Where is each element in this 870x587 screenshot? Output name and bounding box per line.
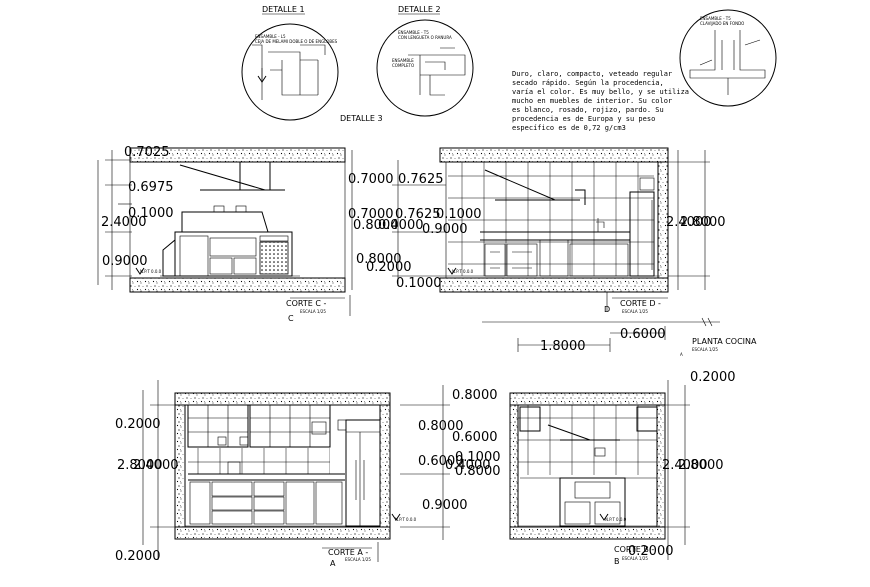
note-line-2: secado rápido. Según la procedencia, xyxy=(512,79,664,87)
corte-d-caption-sub: D xyxy=(604,305,610,314)
corte-c-npt: N.P.T 0.0.0 xyxy=(140,269,162,274)
detail-1-title: DETALLE 1 xyxy=(262,5,305,14)
corte-a-dim-right-1: 0.8000 xyxy=(452,388,498,403)
corte-d-dim-10: 0.2000 xyxy=(366,260,412,275)
corte-d-dim-1: 0.7000 xyxy=(348,172,394,187)
corte-d-dim-6: 0.8000 xyxy=(353,218,399,233)
note-line-1: Duro, claro, compacto, veteado regular xyxy=(512,70,672,78)
corte-b-dim-right-1: 0.2000 xyxy=(690,370,736,385)
corte-a-dim-left-2: 2.8000 xyxy=(117,458,163,473)
detail-1-label-b: CEJA DE MELAMI DOBLE O DE ENGLOBES xyxy=(255,39,338,44)
detail-1-label-a: ENSAMBLE - L5 xyxy=(255,34,286,39)
corte-b-caption-sub: B xyxy=(614,557,620,566)
corte-d-dim-11: 0.1000 xyxy=(396,276,442,291)
corte-b-caption: CORTE B - xyxy=(614,545,654,554)
corte-d-dim-5: 0.1000 xyxy=(436,207,482,222)
corte-d-dim-4: 0.7625 xyxy=(395,207,441,222)
corte-c-dim-4: 0.1000 xyxy=(128,206,174,221)
corte-c-dim-1: 0.7025 xyxy=(124,145,170,160)
corte-d-dim-2: 0.7625 xyxy=(398,172,444,187)
planta-scale: ESCALA 1/25 xyxy=(692,347,718,352)
detail-2-label-c: ENSAMBLE xyxy=(392,58,414,63)
planta-dim-1: 1.8000 xyxy=(540,339,586,354)
corte-c-elevation: N.P.T 0.0.0 0.7025 0.6975 2.4000 0.1000 … xyxy=(97,145,351,323)
corte-d-npt: N.P.T 0.0.0 xyxy=(452,269,474,274)
planta-caption-sub: A xyxy=(680,352,683,357)
detail-1: DETALLE 1 ENSAMBLE - L5 CEJA DE MELAMI D… xyxy=(241,5,339,121)
detail-3: ENSAMBLE - T5 CLAVIJADO EN FONDO DETALLE… xyxy=(340,9,777,123)
note-line-3: varía el color. Es muy bello, y se utili… xyxy=(512,88,689,96)
corte-b-dim-right-4: 0.2000 xyxy=(628,544,674,559)
corte-a-elevation: N.P.T 0.0.0 0.2000 2.8000 2.4000 0.2000 … xyxy=(115,380,501,568)
detail-2-label-d: COMPLETO xyxy=(392,63,414,68)
corte-b-scale: ESCALA 1/25 xyxy=(622,556,648,561)
corte-c-caption-sub: C xyxy=(288,314,294,323)
corte-b-dim-right-2: 2.4000 xyxy=(662,458,708,473)
corte-b-elevation: N.P.T 0.0.0 0.2000 2.4000 2.8000 0.2000 … xyxy=(509,370,736,566)
corte-a-dim-right-4: 0.6000 xyxy=(418,454,464,469)
detail-3-title: DETALLE 3 xyxy=(340,114,383,123)
detail-2-label-a: ENSAMBLE - T5 xyxy=(398,30,429,35)
corte-b-npt: N.P.T 0.0.0 xyxy=(605,517,627,522)
corte-a-dim-right-8: 0.9000 xyxy=(422,498,468,513)
corte-a-dim-right-7: 0.8000 xyxy=(455,464,501,479)
corte-a-scale: ESCALA 1/25 xyxy=(345,557,371,562)
corte-a-caption-sub: A xyxy=(330,559,336,568)
planta-caption: PLANTA COCINA xyxy=(692,337,757,346)
corte-d-caption: CORTE D - xyxy=(620,299,661,308)
corte-d-scale: ESCALA 1/25 xyxy=(622,309,648,314)
corte-a-dim-left-3: 2.4000 xyxy=(133,458,179,473)
corte-b-dim-right-3: 2.8000 xyxy=(678,458,724,473)
corte-c-caption: CORTE C - xyxy=(286,299,326,308)
corte-a-caption: CORTE A - xyxy=(328,548,368,557)
note-line-4: mucho en muebles de interior. Su color xyxy=(512,97,672,105)
detail-3-label-a: ENSAMBLE - T5 xyxy=(700,16,731,21)
detail-2-label-b: CON LENGUETA O RANURA xyxy=(398,35,452,40)
note-line-6: procedencia es de Europa y su peso xyxy=(512,115,655,123)
corte-c-dim-5: 0.9000 xyxy=(102,254,148,269)
note-line-5: es blanco, rosado, rojizo, pardo. Su xyxy=(512,106,664,114)
corte-c-dim-3: 2.4000 xyxy=(101,215,147,230)
detail-2-title: DETALLE 2 xyxy=(398,5,441,14)
note-line-7: específico es de 0,72 g/cm3 xyxy=(512,124,626,132)
corte-a-dim-right-2: 0.8000 xyxy=(418,419,464,434)
corte-a-npt: N.P.T 0.0.0 xyxy=(395,517,417,522)
corte-d-elevation: N.P.T 0.0.0 0.7000 0.7625 0.7000 0.7625 … xyxy=(348,147,726,314)
corte-d-dim-right-2: 2.8000 xyxy=(680,215,726,230)
planta-cocina: 1.8000 0.6000 PLANTA COCINA ESCALA 1/25 … xyxy=(482,317,757,357)
detail-3-label-b: CLAVIJADO EN FONDO xyxy=(700,21,744,26)
corte-d-dim-8: 0.9000 xyxy=(422,222,468,237)
corte-d-dim-7: 0.4000 xyxy=(378,218,424,233)
corte-a-dim-right-3: 0.6000 xyxy=(452,430,498,445)
corte-d-dim-3: 0.7000 xyxy=(348,207,394,222)
corte-a-dim-right-6: 0.4000 xyxy=(445,458,491,473)
corte-c-dim-2: 0.6975 xyxy=(128,180,174,195)
detail-2: DETALLE 2 ENSAMBLE - T5 CON LENGUETA O R… xyxy=(376,5,474,117)
corte-c-scale: ESCALA 1/25 xyxy=(300,309,326,314)
corte-d-dim-9: 0.8000 xyxy=(356,252,402,267)
corte-a-dim-left-1: 0.2000 xyxy=(115,417,161,432)
corte-a-dim-right-5: 0.1000 xyxy=(455,450,501,465)
planta-dim-2: 0.6000 xyxy=(620,327,666,342)
wood-note: Duro, claro, compacto, veteado regular s… xyxy=(512,70,689,132)
corte-a-dim-left-4: 0.2000 xyxy=(115,549,161,564)
corte-d-dim-right-1: 2.4000 xyxy=(666,215,712,230)
